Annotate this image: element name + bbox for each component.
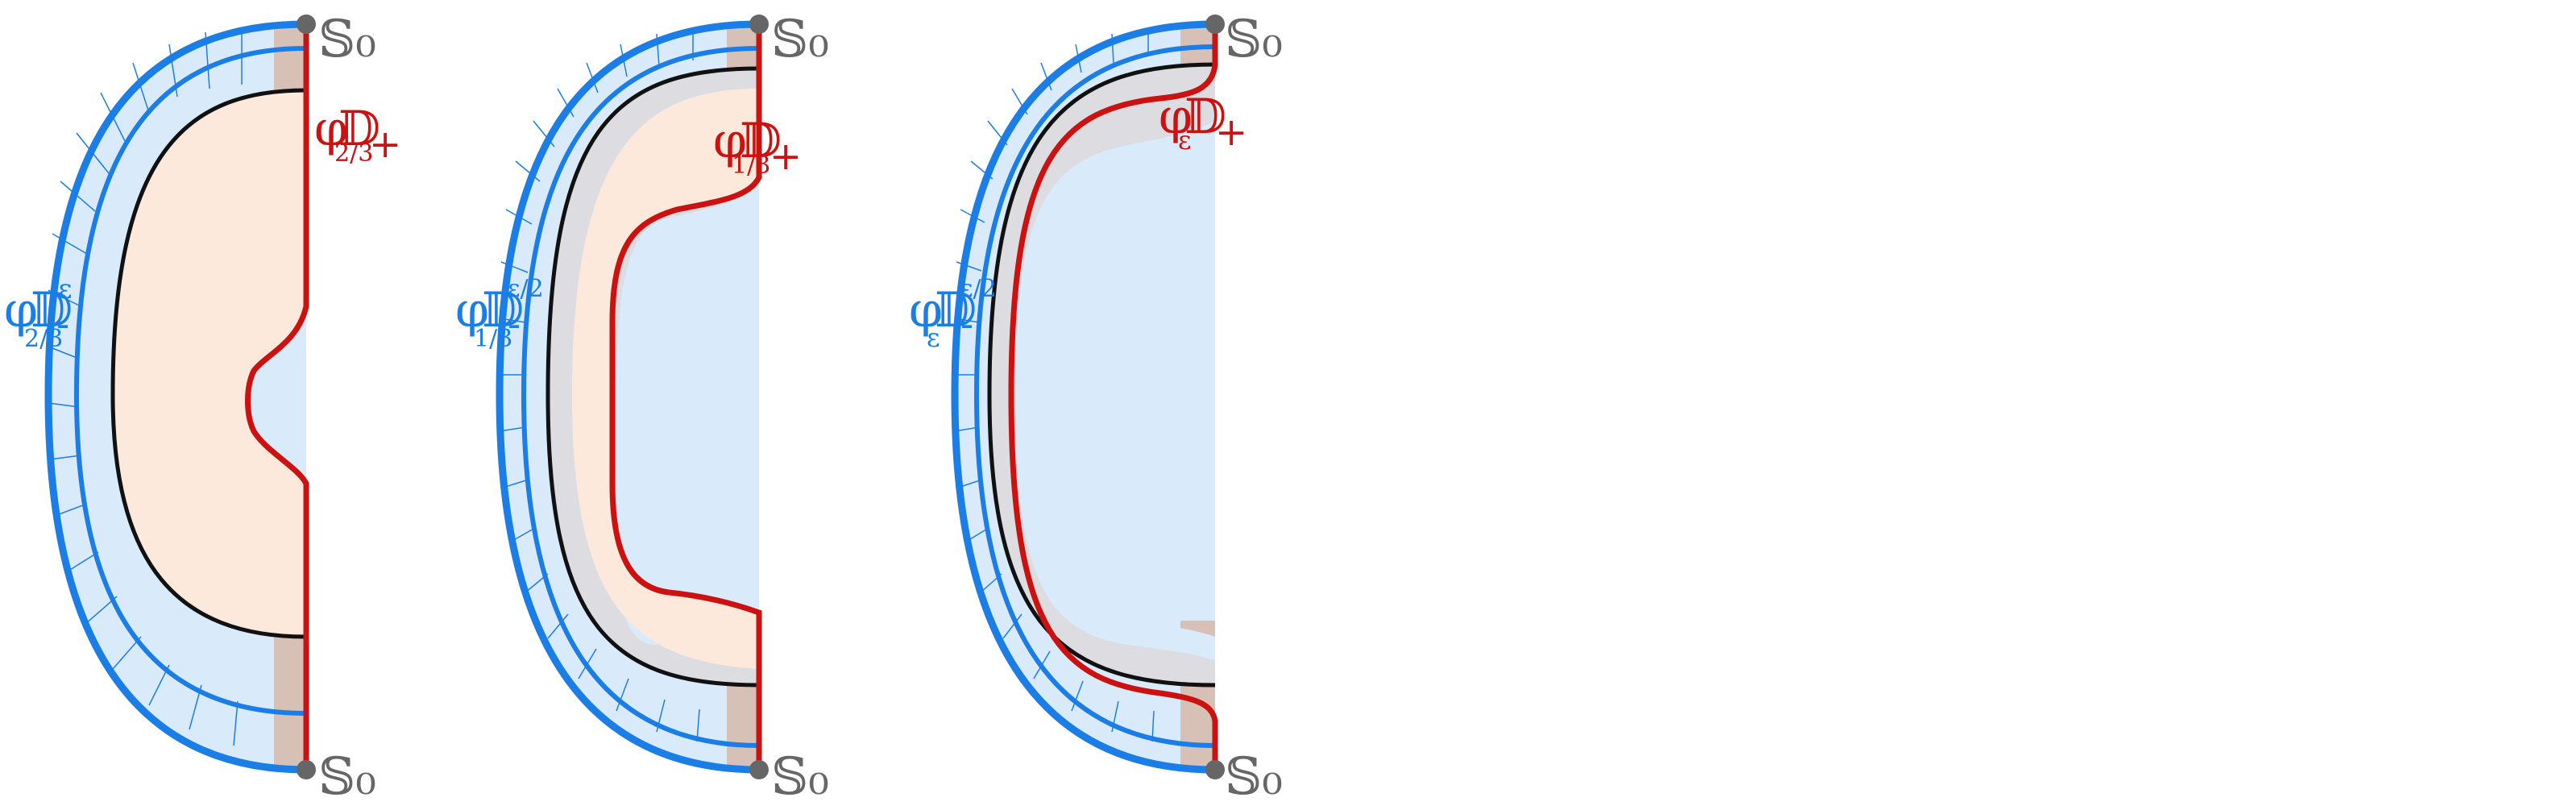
inner-region-fill <box>572 89 759 669</box>
plus-label: φ 1/3 𝔻 + <box>713 113 802 180</box>
top-point-label: 𝕊₀ <box>771 10 829 69</box>
minus-superscript: ε <box>58 273 73 305</box>
top-point <box>297 15 316 34</box>
plus-phi: φ <box>1159 89 1193 145</box>
minus-superscript: ε/2 <box>960 275 997 303</box>
inner-blue-curve <box>973 44 1216 748</box>
outer-blue-boundary <box>44 20 307 774</box>
plus-sign: + <box>769 134 802 179</box>
minus-label: φ ε 𝔻 - ε/2 <box>909 275 997 353</box>
minus-label: φ 1/3 𝔻 - ε/2 <box>455 275 544 353</box>
plus-label: φ ε 𝔻 + <box>1159 89 1247 156</box>
minus-phi: φ <box>4 282 38 339</box>
black-curve <box>110 88 307 639</box>
minus-subscript: ε <box>927 322 940 353</box>
inner-blue-curve <box>521 46 760 748</box>
inner-region-fill <box>113 90 306 637</box>
plus-phi: φ <box>713 113 747 169</box>
minus-subscript: 2/3 <box>24 325 63 353</box>
minus-sign: - <box>508 301 521 347</box>
minus-phi: φ <box>909 282 943 339</box>
outer-blue-boundary <box>496 20 760 774</box>
plus-D: 𝔻 <box>740 113 782 169</box>
plus-phi: φ <box>314 101 348 157</box>
panel-2: 𝕊₀ 𝕊₀ φ 1/3 𝔻 + φ 1/3 𝔻 - ε/2 <box>455 10 829 806</box>
plus-subscript: 2/3 <box>334 139 373 168</box>
black-curve <box>545 66 760 688</box>
plus-sign: + <box>1215 110 1247 155</box>
bottom-point <box>749 760 769 779</box>
plus-subscript: 1/3 <box>732 152 770 180</box>
outer-blue-boundary <box>951 20 1216 774</box>
top-corner-patch <box>274 24 306 93</box>
bottom-corner-patch <box>274 633 306 770</box>
plus-subscript: ε <box>1178 125 1192 156</box>
plus-label: φ 2/3 𝔻 + <box>314 101 401 168</box>
minus-sign: - <box>56 301 69 347</box>
minus-subscript: 1/3 <box>474 325 512 353</box>
plus-sign: + <box>369 122 401 167</box>
top-point <box>749 15 769 34</box>
minus-phi: φ <box>455 282 489 339</box>
panel-1: 𝕊₀ 𝕊₀ φ 2/3 𝔻 + φ 2/3 𝔻 - ε <box>4 10 401 806</box>
minus-D: 𝔻 <box>935 282 977 339</box>
minus-sign: - <box>960 301 973 347</box>
top-point <box>1205 15 1225 34</box>
bottom-point <box>297 760 316 779</box>
bottom-point <box>1205 760 1225 779</box>
gray-band-fill <box>989 64 1215 685</box>
minus-D: 𝔻 <box>31 282 73 339</box>
bottom-point-label: 𝕊₀ <box>318 747 376 806</box>
minus-label: φ 2/3 𝔻 - ε <box>4 273 73 353</box>
plus-D: 𝔻 <box>1184 89 1226 145</box>
minus-D: 𝔻 <box>482 282 524 339</box>
red-boundary <box>245 24 309 770</box>
black-curve <box>987 62 1216 688</box>
inner-blue-curve <box>73 46 307 716</box>
red-boundary <box>609 24 762 770</box>
plus-D: 𝔻 <box>338 101 380 157</box>
bottom-point-label: 𝕊₀ <box>1225 747 1283 806</box>
panel-3: 𝕊₀ 𝕊₀ φ ε 𝔻 + φ ε 𝔻 - ε/2 <box>909 10 1283 806</box>
top-point-label: 𝕊₀ <box>318 10 376 69</box>
bottom-point-label: 𝕊₀ <box>771 747 829 806</box>
minus-superscript: ε/2 <box>508 275 544 303</box>
red-boundary <box>1008 24 1218 770</box>
top-point-label: 𝕊₀ <box>1225 10 1283 69</box>
